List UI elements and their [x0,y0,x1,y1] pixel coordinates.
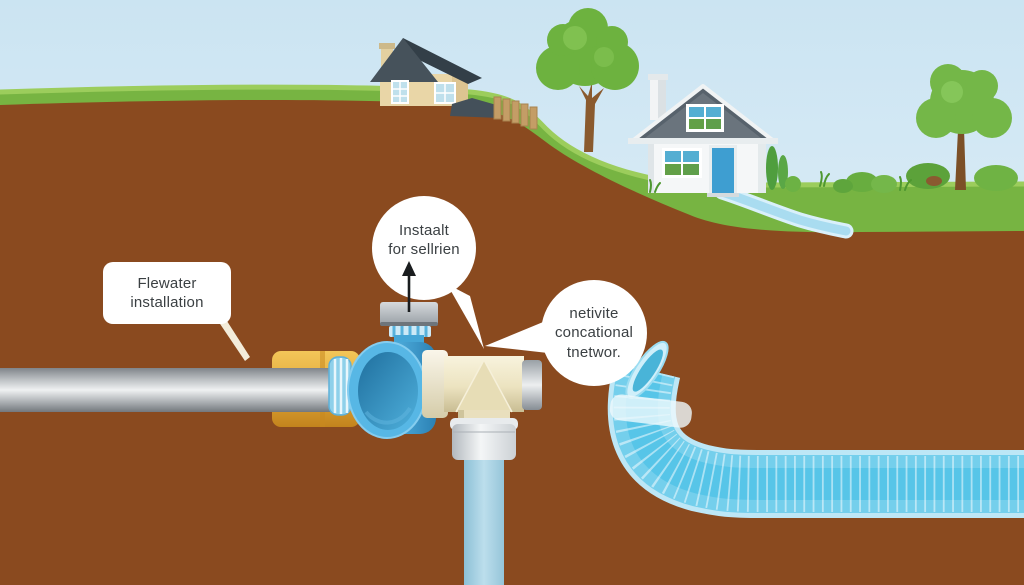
callout-instaalt: Instaalt for sellrien [372,196,476,300]
valve-threaded-ring [328,356,352,416]
tee-fitting [422,350,542,426]
callout-instaalt-line-1: Instaalt [399,221,449,239]
callout-netivite-line-3: tnetwor. [566,343,622,361]
callout-netivite-line-2: concational [554,324,634,342]
callout-flewater-line-2: installation [130,294,204,311]
callout-instaalt-line-2: for sellrien [388,241,460,258]
tee-chamfer [456,360,512,412]
water-main-pipe [0,368,342,412]
tee-right-collar [522,360,542,410]
front-door [707,145,739,197]
tree-left-trunk [579,82,604,152]
drain-pipe [464,450,504,585]
corrugated-collar [609,394,692,428]
pointer-instaalt-tail [447,284,484,349]
tree-left [536,8,639,152]
drain-collar [450,418,518,460]
corrugated-pipe [607,340,1024,518]
lawn-bushes [649,171,942,193]
pointer-netivite-tail [485,320,548,353]
valve-fitting [328,302,438,439]
house-right [628,74,778,197]
callout-flewater-line-1: Flewater [137,274,197,292]
tree-right-trunk [944,108,982,190]
tee-left-collar [422,350,448,418]
house-left-roof-right [403,38,482,84]
shed-roof [450,98,500,118]
valve-cap [380,302,438,326]
valve-opening [358,352,418,430]
fence [493,96,538,130]
house-left-roof-gable [370,38,438,82]
house-left-window-1 [391,80,409,104]
callout-flewater-installation: Flewater installation [103,262,231,324]
house-left [370,38,482,106]
house-left-window-2 [434,82,456,104]
callout-netivite-line-1: netivite [569,304,619,322]
house-right-window [662,148,702,178]
stream [714,184,854,239]
bushes-right-of-house [766,146,801,192]
attic-window [686,104,724,132]
callout-netivite: netivite concational tnetwor. [541,280,647,386]
